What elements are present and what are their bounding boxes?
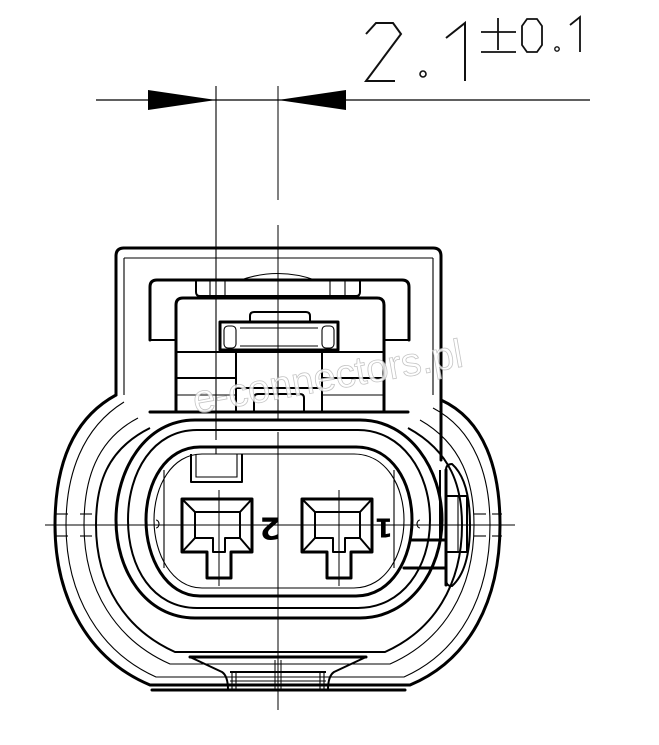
socket-cavity <box>144 445 414 598</box>
tolerance-point-glyph <box>554 46 560 52</box>
latch-top-tab <box>195 281 361 297</box>
tolerance-digit-1-glyph <box>569 15 581 52</box>
latch-button[interactable] <box>218 320 340 352</box>
latch-frame <box>148 278 411 342</box>
coding-key-inner <box>195 454 238 478</box>
plus-minus-glyph <box>481 18 516 53</box>
secondary-lock[interactable] <box>402 463 471 587</box>
digit-0-glyph <box>521 18 543 53</box>
pin-cavity-1[interactable] <box>300 490 374 586</box>
pin-2-outline <box>180 497 254 580</box>
latch-assembly <box>148 272 411 414</box>
base-detail-lines <box>231 672 325 690</box>
latch-lower-tab <box>253 393 305 412</box>
lock-outline <box>445 463 471 587</box>
pin-2-label: 2 <box>260 510 281 545</box>
arrowhead-right-icon <box>278 90 346 110</box>
pin-1-outline <box>300 497 374 580</box>
latch-top-arc <box>237 272 319 282</box>
socket-cavity-inner <box>153 453 405 589</box>
outer-ring <box>53 393 502 687</box>
pin-1-inner <box>314 511 361 553</box>
pin-cavity-2[interactable] <box>180 490 254 586</box>
latch-button-end-left <box>223 325 237 349</box>
socket-outer-wall <box>114 418 444 620</box>
base-left-flare <box>189 656 229 691</box>
polarization-bump-right <box>416 519 421 529</box>
digit-2-glyph <box>364 22 403 82</box>
arrowhead-left-icon <box>148 90 216 110</box>
decimal-point-glyph <box>419 70 427 78</box>
mid-ring <box>83 417 475 665</box>
housing-top-right <box>122 246 443 462</box>
socket-wall-inner <box>127 429 431 609</box>
pin-1-label: 1 <box>375 512 393 542</box>
pin-2-inner <box>194 511 241 553</box>
housing-top-left <box>114 246 126 397</box>
watermark-text: e-connectors.pl <box>189 332 466 423</box>
dimension-value <box>364 15 581 82</box>
lock-tab <box>445 495 468 553</box>
latch-button-end-right <box>321 325 335 349</box>
latch-button-top <box>249 311 311 322</box>
latch-body <box>174 296 386 414</box>
polarization-bump-left <box>155 519 160 529</box>
digit-1-glyph <box>445 20 466 81</box>
base-right-flare <box>327 656 367 691</box>
socket-face: 2 1 <box>114 418 471 620</box>
dimension-annotation <box>96 15 590 440</box>
outer-ring-inner-edge <box>65 401 491 678</box>
coding-key <box>190 454 243 483</box>
watermark: e-connectors.pl <box>189 331 467 423</box>
